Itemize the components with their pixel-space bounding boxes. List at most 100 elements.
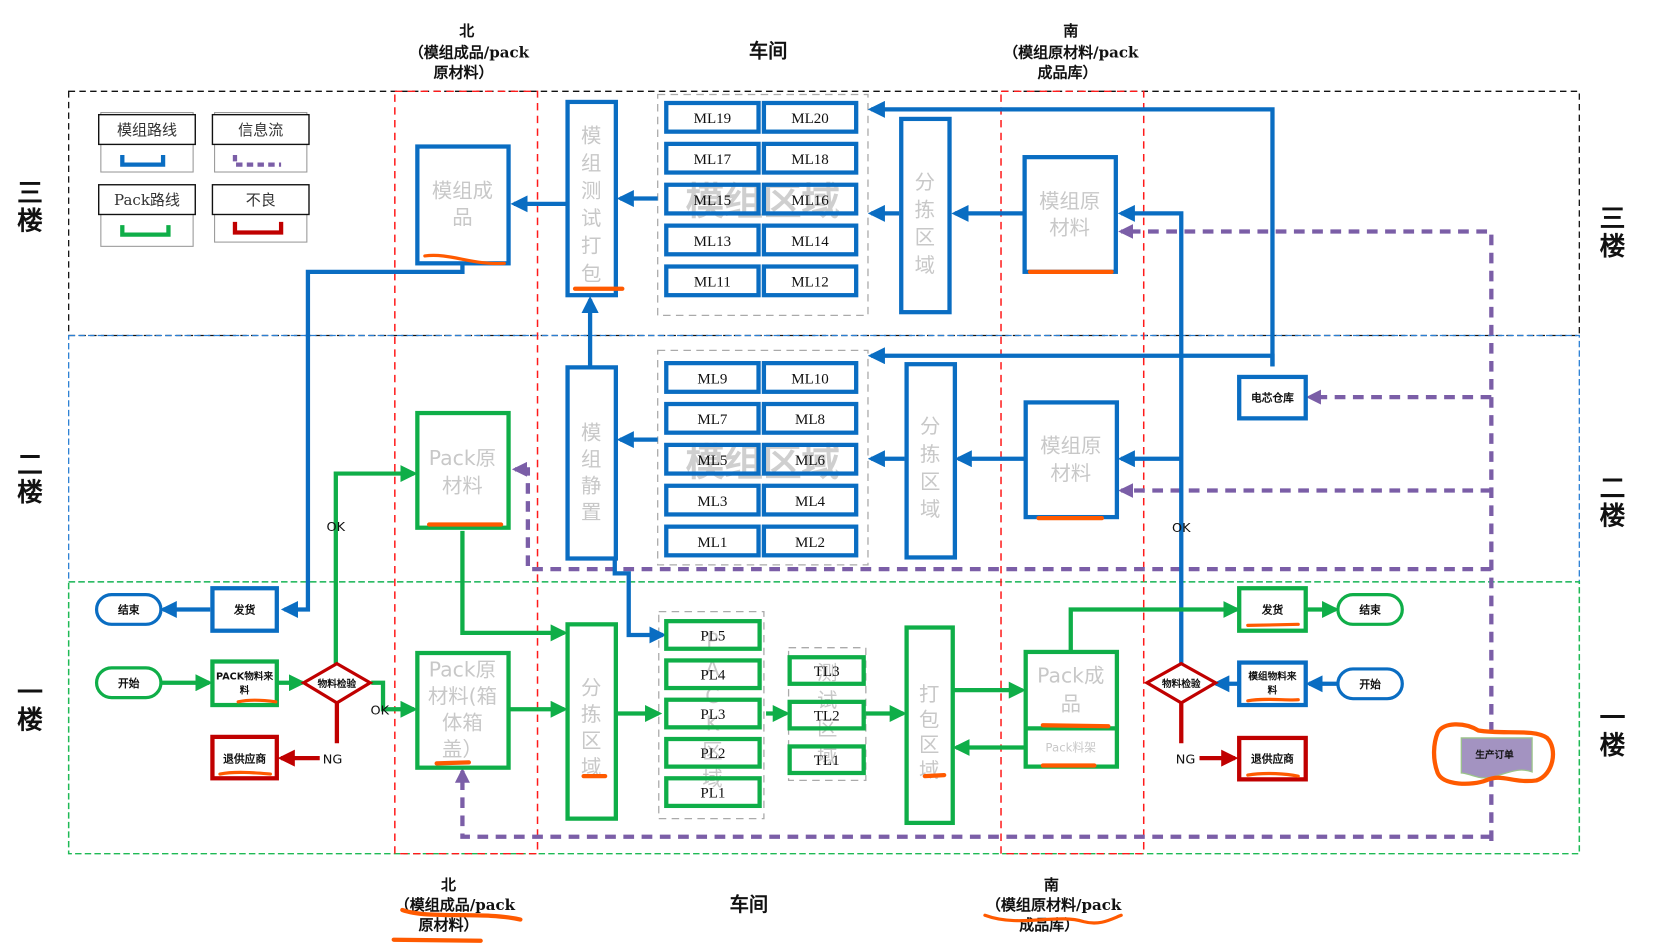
floor-label-2-right: 二 楼 [1600,474,1626,531]
module-line-label: ML13 [694,234,732,250]
pack-line-pl4[interactable]: PL4 [664,658,762,691]
annotation-underline [1246,697,1300,703]
ship-box-right[interactable]: 发货 [1237,586,1308,633]
svg-text:发货: 发货 [233,604,256,617]
annotation-underline [218,770,272,776]
module-line-ml2[interactable]: ML2 [761,524,859,558]
production-order-doc[interactable]: 生产订单 [1431,722,1556,786]
north-zone [394,90,539,855]
inspection-diamond-right[interactable]: 物料检验 [1143,661,1219,705]
svg-text:料: 料 [240,684,250,696]
module-line-ml16[interactable]: ML16 [761,182,859,216]
pack-finished-box[interactable]: Pack成 品 Pack料架 [1023,649,1120,769]
module-line-ml8[interactable]: ML8 [761,401,859,435]
ship-box-left[interactable]: 发货 [210,586,279,633]
module-line-ml20[interactable]: ML20 [761,100,859,134]
packing-area-label: 域 [919,758,939,782]
module-line-ml1[interactable]: ML1 [664,524,761,558]
module-line-ml4[interactable]: ML4 [761,483,859,517]
module-line-label: ML6 [795,453,826,469]
start-terminal-right[interactable]: 开始 [1336,667,1404,701]
module-line-ml18[interactable]: ML18 [761,141,859,175]
return-supplier-box-right[interactable]: 退供应商 [1237,735,1308,782]
packing-area-label: 包 [919,707,939,731]
pack-raw-material-label: 材料(箱 [428,684,497,708]
module-line-ml11[interactable]: ML11 [664,264,761,298]
module-line-ml7[interactable]: ML7 [664,401,761,435]
module-rest-label: 置 [581,500,601,524]
pack-material-incoming-box[interactable]: PACK物料来 料 [210,659,279,708]
svg-text:一: 一 [17,678,43,708]
pack-line-pl1[interactable]: PL1 [664,776,762,809]
inspection-diamond-left[interactable]: 物料检验 [300,661,374,705]
legend-info-flow: 信息流 [211,112,310,173]
svg-text:物料检验: 物料检验 [318,678,357,690]
svg-text:结束: 结束 [1359,604,1381,617]
pack-rack[interactable]: Pack料架 [1045,741,1096,755]
module-material-incoming-box[interactable]: 模组物料来 料 [1237,660,1308,708]
module-line-ml5[interactable]: ML5 [664,442,761,476]
floor-label-2-left: 二 楼 [17,451,43,508]
module-line-ml13[interactable]: ML13 [664,223,761,257]
module-test-pack-label: 打 [581,234,601,258]
module-line-ml19[interactable]: ML19 [664,100,761,134]
svg-text:品: 品 [1061,691,1081,715]
module-line-ml3[interactable]: ML3 [664,483,761,517]
pack-line-pl5[interactable]: PL5 [664,619,762,651]
module-raw-material-2[interactable]: 模组原 材料 [1023,400,1120,521]
cell-warehouse-box[interactable]: 电芯仓库 [1237,374,1308,421]
annotation-underline [1040,723,1111,729]
return-supplier-box-left[interactable]: 退供应商 [210,734,279,781]
test-line-tl2[interactable]: TL2 [787,699,866,731]
defect-lines [277,702,1239,767]
header-north-sub2: 原材料） [433,64,493,82]
module-finished-box[interactable]: 模组成 品 [415,144,511,266]
floor-label-3-left: 三 楼 [17,179,43,236]
module-test-pack-label: 测 [581,179,601,203]
start-terminal-left[interactable]: 开始 [94,666,163,700]
test-area-watermark-char: 域 [817,743,837,767]
end-terminal-right[interactable]: 结束 [1336,593,1404,626]
pack-raw-material-label: 体箱 [442,711,483,735]
svg-text:楼: 楼 [1600,232,1626,262]
legend-green-line-icon [120,225,171,237]
pack-line-pl3[interactable]: PL3 [664,697,762,730]
module-line-ml15[interactable]: ML15 [664,182,761,216]
module-line-ml10[interactable]: ML10 [761,361,859,394]
module-line-ml9[interactable]: ML9 [664,361,761,394]
annotation-underline [983,913,1123,925]
pack-raw-material-2[interactable]: Pack原 材料 [415,410,511,530]
test-line-tl3[interactable]: TL3 [787,655,866,686]
legend-defect: 不良 [211,184,310,243]
svg-text:三: 三 [17,179,43,209]
end-terminal-left[interactable]: 结束 [94,593,163,626]
module-test-pack-label: 试 [581,206,601,230]
sorting-area-label: 区 [581,729,601,753]
floor-label-1-right: 一 楼 [1600,703,1626,760]
module-line-label: ML3 [697,494,727,510]
header-workshop: 车间 [749,39,788,62]
ok-label-left: OK [327,520,346,535]
info-flow-to-pack-raw-2 [511,461,1492,572]
module-line-ml17[interactable]: ML17 [664,141,761,175]
module-line-ml14[interactable]: ML14 [761,223,859,257]
test-line-tl1[interactable]: TL1 [787,744,866,776]
pack-raw-material-label: Pack原 [429,657,496,681]
footer-north-sub2: 原材料） [418,916,478,934]
svg-text:PACK物料来: PACK物料来 [216,671,274,683]
header-south: 南 （模组原材料/pack 成品库） [1003,22,1139,81]
pack-line-pl2[interactable]: PL2 [664,736,762,769]
packing-area-label: 打 [919,682,939,706]
svg-text:电芯仓库: 电芯仓库 [1251,391,1294,404]
module-line-ml6[interactable]: ML6 [761,442,859,476]
module-line-ml12[interactable]: ML12 [761,264,859,298]
module-raw-material-3[interactable]: 模组原 材料 [1022,155,1118,274]
module-line-label: ML16 [791,193,829,209]
